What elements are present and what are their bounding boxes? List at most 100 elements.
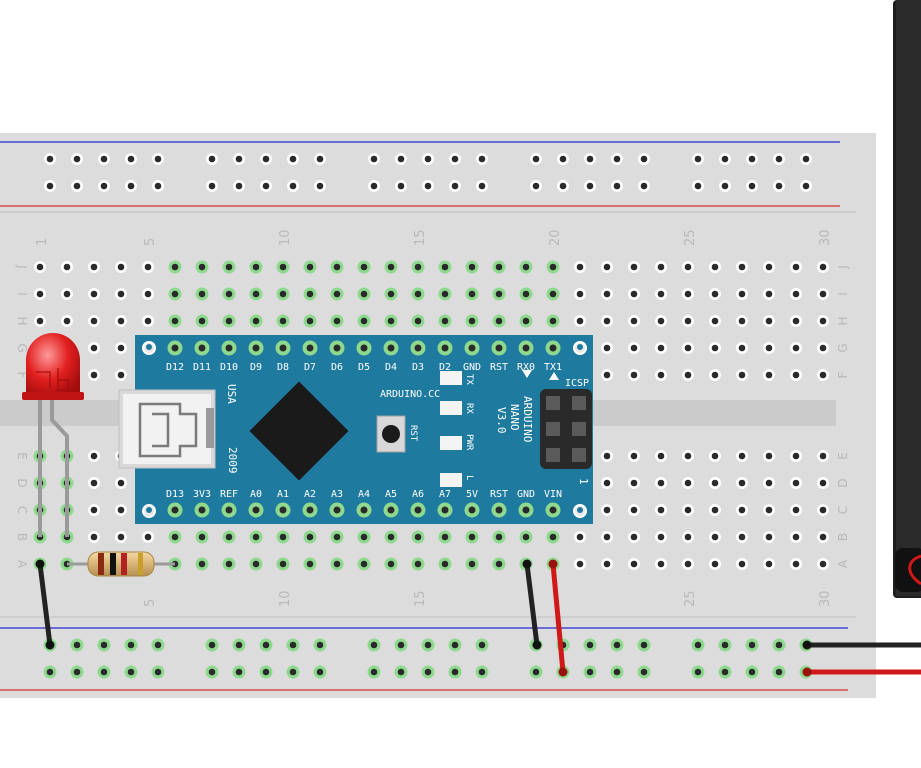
wire-black-led-gnd[interactable]	[37, 561, 53, 648]
hole	[333, 317, 341, 325]
hole	[154, 155, 162, 163]
hole	[748, 668, 756, 676]
nano-pin	[279, 344, 287, 352]
hole	[532, 668, 540, 676]
top-pin-label: D11	[193, 362, 211, 373]
model-line2: NANO	[508, 404, 521, 431]
hole	[90, 506, 98, 514]
led-label-tx: TX	[464, 374, 474, 385]
row-letter: C	[15, 506, 29, 514]
hole	[414, 317, 422, 325]
hole	[495, 290, 503, 298]
hole	[765, 479, 773, 487]
hole	[36, 290, 44, 298]
hole	[748, 641, 756, 649]
hole	[306, 290, 314, 298]
reset-button[interactable]	[376, 415, 406, 453]
hole	[451, 155, 459, 163]
hole	[478, 155, 486, 163]
hole	[684, 533, 692, 541]
red-led[interactable]	[22, 333, 84, 400]
resistor-band	[121, 553, 127, 575]
hole	[397, 155, 405, 163]
pin-marker	[549, 372, 559, 380]
hole	[279, 317, 287, 325]
status-leds	[440, 371, 462, 487]
row-letter: H	[15, 316, 29, 325]
hole	[657, 344, 665, 352]
hole	[370, 182, 378, 190]
model-line3: V3.0	[495, 407, 508, 434]
wire-black-nano-gnd[interactable]	[524, 561, 540, 648]
bottom-pin-label: D13	[166, 489, 184, 500]
hole	[73, 155, 81, 163]
row-letter: E	[15, 452, 29, 460]
hole	[36, 263, 44, 271]
led-pad	[440, 371, 462, 385]
resistor-band	[138, 553, 143, 575]
mount-hole	[146, 344, 152, 350]
hole	[586, 155, 594, 163]
hole	[198, 317, 206, 325]
hole	[262, 182, 270, 190]
hole	[819, 344, 827, 352]
hole	[370, 668, 378, 676]
hole	[802, 182, 810, 190]
hole	[117, 533, 125, 541]
hole	[279, 533, 287, 541]
hole	[90, 263, 98, 271]
nano-pin	[360, 344, 368, 352]
nano-pin	[333, 344, 341, 352]
hole	[819, 452, 827, 460]
hole	[721, 182, 729, 190]
hole	[144, 263, 152, 271]
hole	[333, 560, 341, 568]
hole	[117, 371, 125, 379]
hole	[414, 560, 422, 568]
hole	[792, 344, 800, 352]
hole	[603, 506, 611, 514]
hole	[468, 560, 476, 568]
hole	[684, 344, 692, 352]
hole	[684, 479, 692, 487]
hole	[657, 263, 665, 271]
hole	[387, 560, 395, 568]
hole	[738, 533, 746, 541]
hole	[765, 560, 773, 568]
hole	[117, 263, 125, 271]
nano-pin	[522, 506, 530, 514]
bottom-pin-label: 3V3	[193, 489, 211, 500]
hole	[468, 533, 476, 541]
hole	[775, 155, 783, 163]
row-letter: J	[836, 265, 850, 270]
hole	[333, 263, 341, 271]
hole	[171, 317, 179, 325]
hole	[576, 317, 584, 325]
bottom-pin-label: A6	[412, 489, 424, 500]
hole	[90, 371, 98, 379]
row-letter: B	[15, 533, 29, 541]
hole	[198, 533, 206, 541]
wire-red-nano-vin[interactable]	[550, 561, 566, 675]
reset-label: RST	[408, 425, 418, 442]
hole	[90, 533, 98, 541]
hole	[630, 506, 638, 514]
hole	[694, 668, 702, 676]
hole	[117, 479, 125, 487]
nano-pin	[549, 506, 557, 514]
hole	[586, 641, 594, 649]
hole	[225, 290, 233, 298]
nano-pin	[522, 344, 530, 352]
hole	[738, 290, 746, 298]
nano-pin	[549, 344, 557, 352]
icsp-pin1-label: 1	[577, 478, 590, 485]
hole	[252, 317, 260, 325]
hole	[360, 317, 368, 325]
hole	[684, 560, 692, 568]
hole	[225, 317, 233, 325]
hole	[235, 182, 243, 190]
resistor[interactable]	[67, 551, 175, 577]
hole	[721, 668, 729, 676]
wire-ends	[35, 559, 812, 677]
